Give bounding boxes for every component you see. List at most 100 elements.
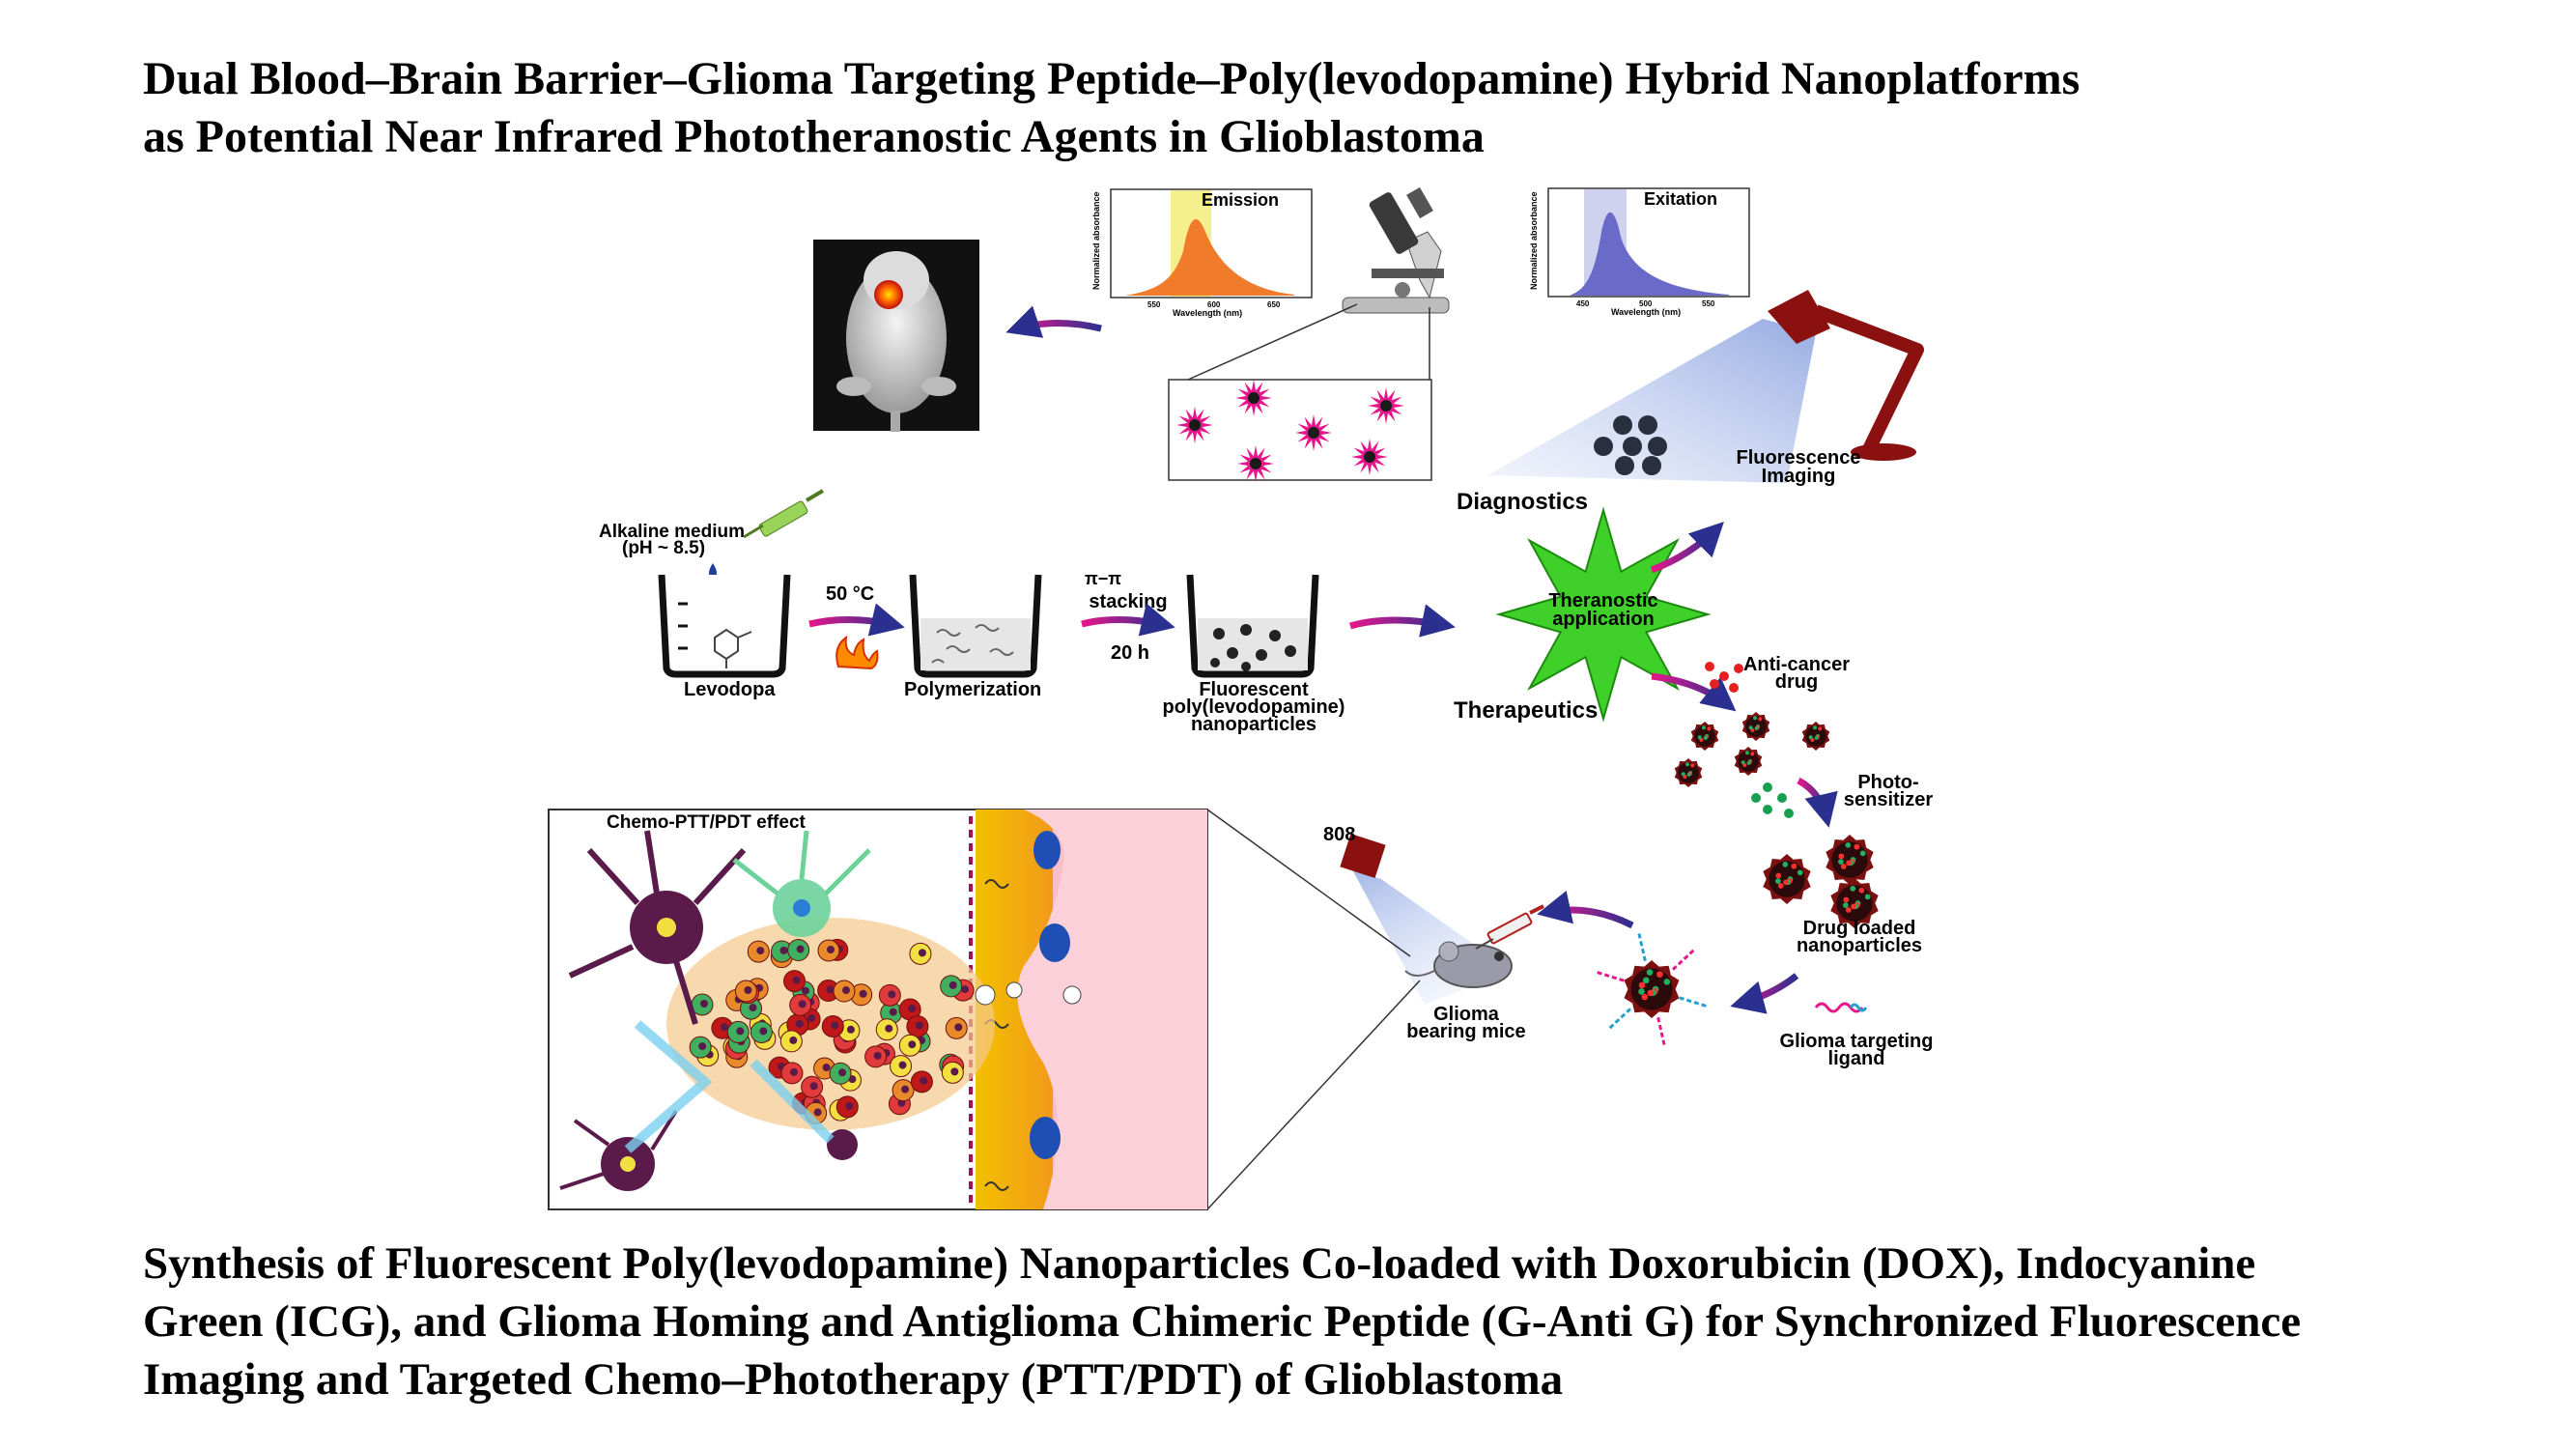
glowing-nanoparticle (1368, 387, 1404, 424)
label-drug-loaded: Drug loaded (1803, 918, 1916, 939)
targeted-nanoparticle (1594, 930, 1710, 1048)
title-line-1: Dual Blood–Brain Barrier–Glioma Targetin… (143, 53, 2081, 104)
beaker-levodopa (658, 574, 791, 678)
tumor-cell (898, 998, 921, 1021)
label-imaging: Imaging (1762, 466, 1836, 487)
flame-icon (835, 635, 879, 670)
beaker-nanoparticles (1186, 574, 1319, 678)
tumor-cell (817, 939, 840, 962)
arrow-to-mouse-image (1005, 305, 1102, 338)
arrow-to-injection (1537, 891, 1634, 929)
label-ligand: ligand (1828, 1048, 1885, 1069)
label-photo: Photo- (1857, 772, 1918, 793)
tumor-cell (787, 939, 810, 962)
label-polymerization: Polymerization (904, 679, 1041, 700)
tumor-cell (829, 1062, 852, 1085)
tumor-cell (780, 1062, 804, 1085)
emission-tick-3: 650 (1267, 300, 1281, 309)
in-vivo-mouse-image (813, 240, 979, 432)
excitation-xlabel: Wavelength (nm) (1611, 307, 1681, 317)
arrow-stacking (1081, 603, 1175, 637)
label-theranostic: Theranostic (1548, 590, 1657, 611)
tumor-cell (726, 1020, 750, 1043)
drug-loaded-nanoparticles (1763, 835, 1879, 928)
microscope-icon (1342, 186, 1450, 314)
lamp-icon (1768, 290, 1924, 461)
label-ph: (pH ~ 8.5) (622, 538, 705, 558)
tumor-cell (789, 993, 812, 1016)
emission-plot: Emission Normalized absorbance 550 600 6… (1091, 188, 1313, 318)
astrocyte-green (732, 830, 871, 937)
tumor-cell (945, 1016, 968, 1039)
ligand (1636, 930, 1647, 962)
ligand (1679, 996, 1710, 1009)
tumor-cell (890, 1055, 913, 1078)
label-sensitizer: sensitizer (1844, 789, 1933, 810)
tumor-cell (910, 1070, 933, 1094)
ligand-squiggle (1814, 1002, 1864, 1013)
label-808: 808 (1323, 824, 1355, 845)
figure-title: Dual Blood–Brain Barrier–Glioma Targetin… (143, 50, 2480, 166)
drug-loaded-particles (1674, 712, 1830, 787)
cell-fragments (975, 981, 1082, 1006)
tumor-cell (864, 1045, 888, 1068)
excitation-plot: Exitation Normalized absorbance 450 500 … (1529, 187, 1750, 317)
arrow-to-diagnostics (1650, 522, 1724, 574)
emission-tick-2: 600 (1207, 300, 1221, 309)
tumor-cell (747, 940, 770, 963)
glowing-nanoparticle (1351, 439, 1388, 475)
syringe-injection-icon (1475, 904, 1544, 950)
glowing-nanoparticle (1237, 445, 1274, 482)
imaging-particles (1594, 415, 1667, 475)
label-temperature: 50 °C (826, 583, 874, 605)
arrow-polymerization (808, 603, 905, 637)
tumor-cell (821, 1014, 844, 1037)
tumor-cell (750, 1020, 773, 1043)
label-stacking: stacking (1089, 591, 1167, 612)
tumor-cell (734, 980, 757, 1003)
tumor-cell (906, 1015, 929, 1038)
label-poly-levodopamine: poly(levodopamine) (1163, 696, 1345, 718)
label-fluorescent: Fluorescent (1199, 679, 1309, 700)
tumor-cell (892, 1079, 915, 1102)
loaded-nanoparticle (1826, 835, 1874, 885)
light-beam (1487, 319, 1816, 483)
loaded-particle (1741, 712, 1770, 741)
photosensitizer-molecules (1751, 782, 1794, 818)
glowing-nanoparticle (1295, 414, 1332, 451)
tumor-cell (875, 1018, 898, 1041)
emission-tick-1: 550 (1147, 300, 1161, 309)
arrow-to-theranostic (1349, 604, 1456, 638)
neuron-bottom (559, 1109, 858, 1191)
glowing-nanoparticle (1235, 380, 1272, 416)
emission-xlabel: Wavelength (nm) (1173, 308, 1242, 318)
tumor-cell (941, 1061, 964, 1084)
tumor-cell (833, 980, 856, 1003)
tumor-cell (909, 942, 932, 965)
beaker-polymerization (909, 574, 1042, 678)
fluorescent-nanoparticles-view (1168, 379, 1432, 482)
mouse-icon (1404, 941, 1513, 988)
arrow-to-targeted-np (1730, 973, 1799, 1014)
ligand (1594, 970, 1625, 982)
label-anti-cancer: Anti-cancer (1743, 654, 1850, 675)
excitation-ylabel: Normalized absorbance (1529, 191, 1539, 290)
tumor-cell (817, 980, 840, 1003)
loaded-particle (1690, 722, 1719, 751)
label-fluorescence: Fluorescence (1737, 447, 1861, 469)
tumor-cell (689, 1036, 712, 1059)
tumor-cell (801, 1075, 824, 1098)
tumor-hotspot (874, 280, 903, 309)
ligand (1606, 1008, 1632, 1032)
ligand (1656, 1016, 1667, 1048)
loaded-particle (1734, 747, 1763, 776)
excitation-tick-3: 550 (1702, 299, 1715, 308)
caption-line-1: Synthesis of Fluorescent Poly(levodopami… (143, 1238, 2256, 1289)
title-line-2: as Potential Near Infrared Phototheranos… (143, 111, 1485, 162)
figure-caption: Synthesis of Fluorescent Poly(levodopami… (143, 1235, 2480, 1408)
tumor-cell (835, 1095, 859, 1119)
caption-line-3: Imaging and Targeted Chemo–Phototherapy … (143, 1354, 1564, 1405)
loaded-nanoparticle (1763, 854, 1811, 904)
chemo-ptt-pdt-panel: Chemo-PTT/PDT effect (548, 809, 1208, 1210)
syringe-icon (743, 489, 825, 539)
